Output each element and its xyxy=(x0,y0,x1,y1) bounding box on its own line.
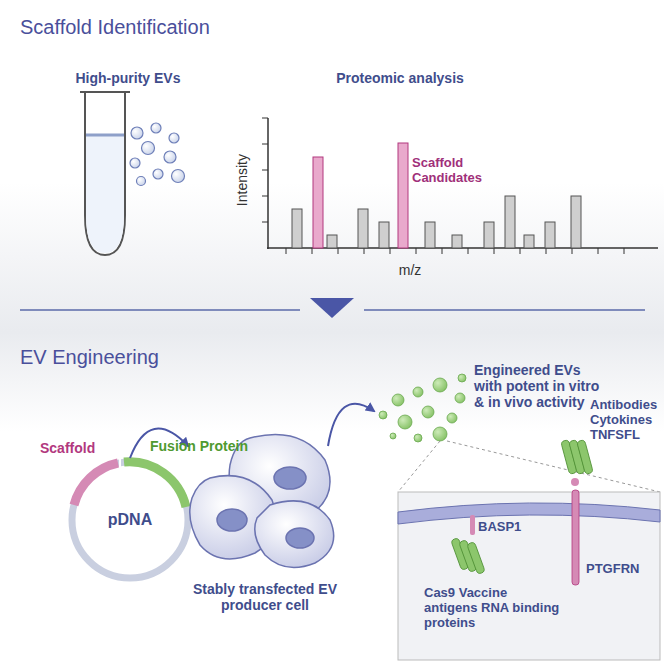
protein-list: Cas9 Vaccine antigens RNA binding protei… xyxy=(424,586,564,631)
spectrum-bar xyxy=(379,222,389,248)
engineered-evs: Engineered EVs with potent in vitro & in… xyxy=(376,358,608,444)
spectrum-bar xyxy=(545,222,555,248)
node-text: pDNA xyxy=(72,511,188,529)
chart-label: Proteomic analysis xyxy=(330,70,470,86)
spectrum-bar xyxy=(571,196,581,248)
spectrum-bar xyxy=(327,235,337,248)
spectrum-bar xyxy=(398,143,408,248)
scaffold-label: Scaffold xyxy=(40,440,95,456)
tube-label: High-purity EVs xyxy=(68,70,188,86)
spectrum-bar xyxy=(524,235,534,248)
scaffold-candidates-label: Scaffold Candidates xyxy=(412,156,502,186)
spectrum-bar xyxy=(313,157,323,248)
flow-arrow xyxy=(328,404,374,446)
axis-label: m/z xyxy=(390,262,430,278)
axis-label: Intensity xyxy=(234,150,250,210)
section-heading: EV Engineering xyxy=(20,346,159,369)
fusion-protein-label: Fusion Protein xyxy=(150,438,248,454)
spectrum-bar xyxy=(452,235,462,248)
protein-label: BASP1 xyxy=(478,520,521,535)
spectrum-bar xyxy=(505,196,515,248)
plasmid: pDNA xyxy=(72,462,188,578)
protein-list: Antibodies Cytokines TNFSFL xyxy=(590,398,660,443)
producer-cell: Stably transfected EV producer cell xyxy=(190,428,340,613)
node-text: Engineered EVs with potent in vitro & in… xyxy=(474,362,606,410)
spectrum-bar xyxy=(484,222,494,248)
spectrum-bar xyxy=(358,209,368,248)
protein-label: PTGFRN xyxy=(586,562,639,577)
spectrum-bar xyxy=(425,222,435,248)
spectrum-bar xyxy=(292,209,302,248)
section-heading: Scaffold Identification xyxy=(20,16,210,39)
node-text: Stably transfected EV producer cell xyxy=(190,581,340,613)
